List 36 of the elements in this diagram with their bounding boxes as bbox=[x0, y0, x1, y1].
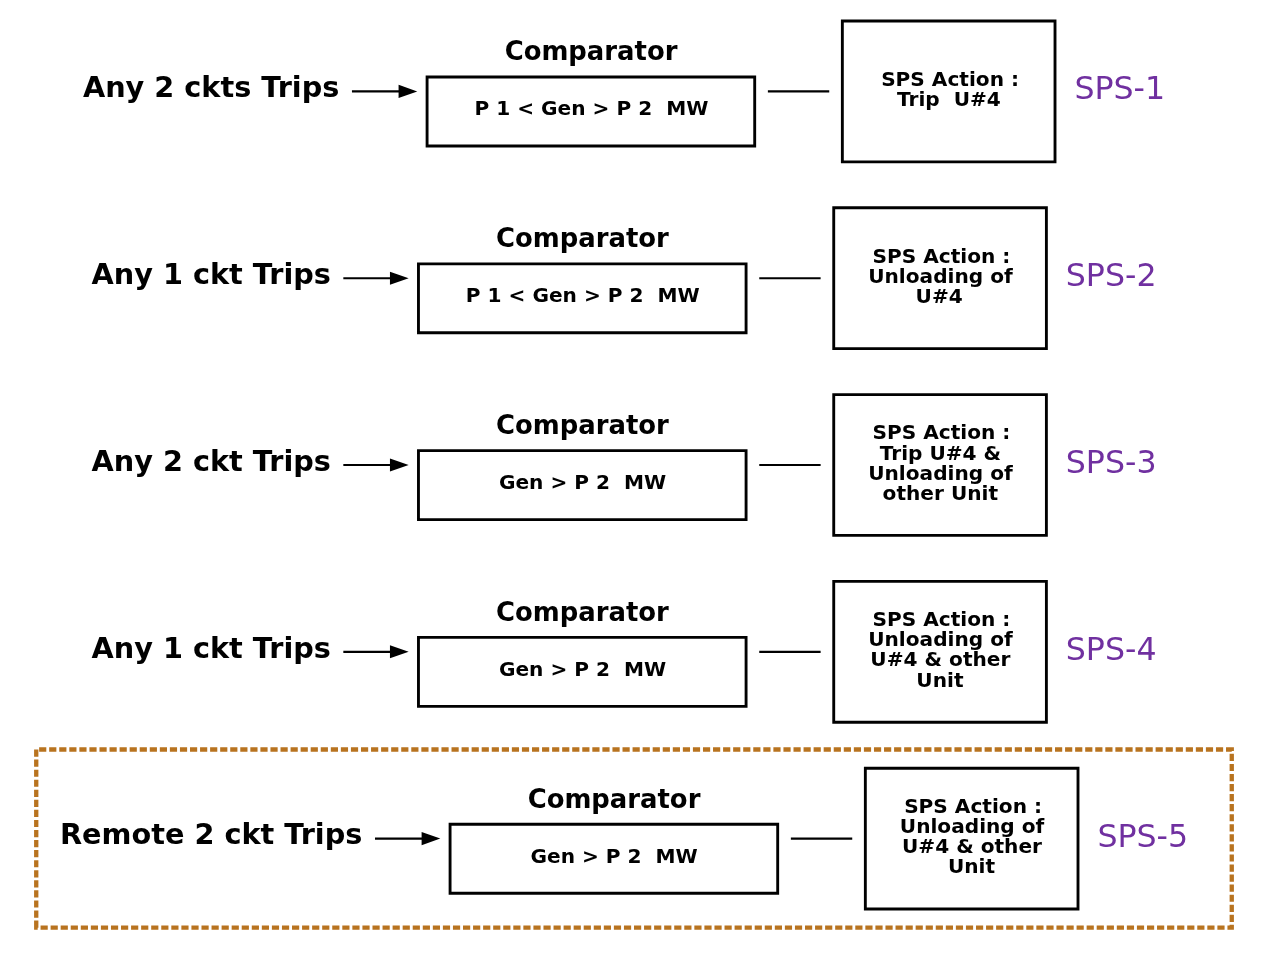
node-box: Gen > P 2 MW bbox=[448, 822, 780, 895]
node-label: SPS-1 bbox=[1074, 70, 1166, 107]
connector bbox=[759, 463, 821, 467]
node-box: SPS Action : Unloading of U#4 & other Unit bbox=[832, 579, 1048, 724]
node-text: Any 2 ckts Trips bbox=[82, 70, 340, 105]
connector bbox=[759, 277, 821, 280]
node-label: Comparator bbox=[504, 36, 678, 67]
cluster bbox=[34, 747, 1234, 930]
node-box: SPS Action : Trip U#4 bbox=[840, 19, 1057, 164]
node-label: SPS-5 bbox=[1097, 817, 1189, 854]
arrow bbox=[351, 84, 418, 98]
node-label: SPS-4 bbox=[1065, 630, 1157, 667]
arrow bbox=[343, 271, 409, 285]
node-text: Any 2 ckt Trips bbox=[91, 443, 331, 478]
node-box: Gen > P 2 MW bbox=[417, 449, 748, 522]
node-label: Comparator bbox=[496, 223, 669, 254]
node-box: SPS Action : Unloading of U#4 & other Unit bbox=[863, 766, 1080, 911]
node-label: Comparator bbox=[496, 409, 669, 440]
node-text: Any 1 ckt Trips bbox=[91, 630, 331, 665]
node-label: SPS-2 bbox=[1065, 257, 1157, 294]
node-box: Gen > P 2 MW bbox=[417, 636, 748, 708]
connector bbox=[767, 90, 830, 93]
node-label: SPS-3 bbox=[1065, 444, 1157, 481]
node-label: Comparator bbox=[496, 596, 669, 627]
arrow bbox=[343, 458, 409, 472]
arrow bbox=[343, 645, 409, 659]
node-label: Comparator bbox=[527, 783, 701, 814]
node-text: Any 1 ckt Trips bbox=[91, 256, 331, 291]
node-box: P 1 < Gen > P 2 MW bbox=[417, 262, 748, 335]
arrow bbox=[375, 832, 441, 846]
node-text: Remote 2 ckt Trips bbox=[59, 817, 363, 852]
node-box: SPS Action : Trip U#4 & Unloading of other Unit bbox=[832, 393, 1048, 537]
node-box: SPS Action : Unloading of U#4 bbox=[832, 206, 1048, 351]
connector bbox=[759, 650, 821, 653]
node-box: P 1 < Gen > P 2 MW bbox=[425, 75, 757, 148]
connector bbox=[790, 837, 853, 840]
